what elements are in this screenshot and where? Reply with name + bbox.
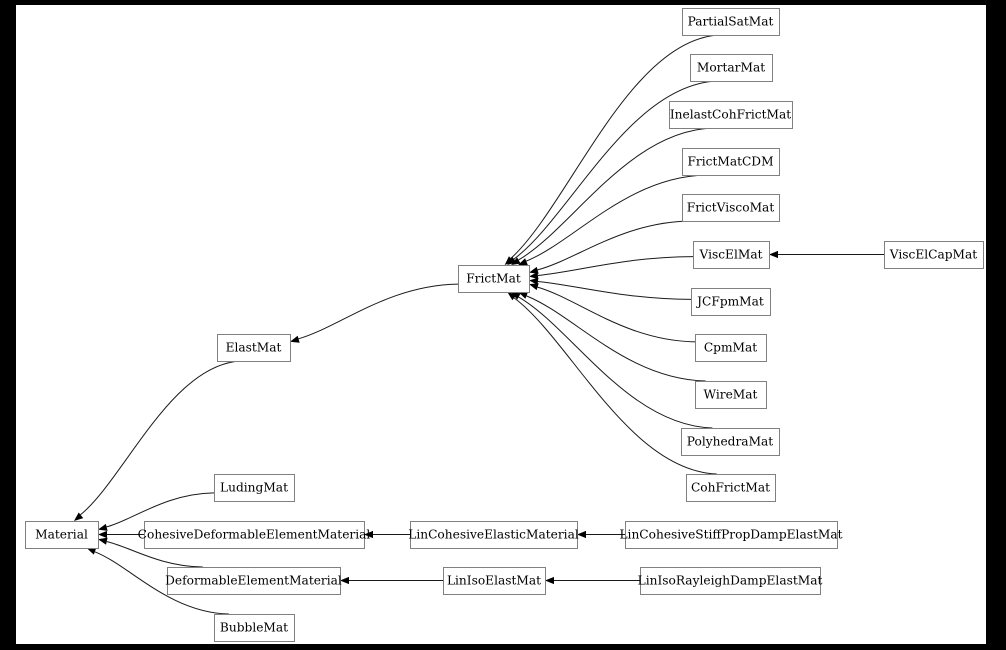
class-node-LudingMat[interactable]: LudingMat bbox=[214, 474, 295, 502]
class-node-label: ElastMat bbox=[226, 341, 282, 355]
arrowhead-LudingMat-to-Material bbox=[98, 523, 108, 531]
arrowhead-LinCohesiveStiffPropDampElastMat-to-LinCohesiveElasticMaterial bbox=[577, 530, 586, 539]
class-node-CohFrictMat[interactable]: CohFrictMat bbox=[686, 474, 776, 502]
edge-layer bbox=[73, 34, 884, 615]
arrowhead-LinIsoRayleighDampElastMat-to-LinIsoElastMat bbox=[545, 576, 554, 585]
edge-DeformableElementMaterial-to-Material bbox=[106, 541, 203, 568]
class-node-ViscElMat[interactable]: ViscElMat bbox=[693, 241, 770, 269]
class-node-label: LinIsoRayleighDampElastMat bbox=[638, 574, 823, 588]
class-node-MortarMat[interactable]: MortarMat bbox=[690, 54, 773, 82]
class-node-FrictMat[interactable]: FrictMat bbox=[458, 265, 530, 293]
class-node-label: JCFpmMat bbox=[695, 295, 764, 309]
edge-CpmMat-to-FrictMat bbox=[537, 286, 696, 343]
edge-BubbleMat-to-Material bbox=[94, 551, 229, 615]
class-node-label: BubbleMat bbox=[220, 621, 288, 635]
class-node-WireMat[interactable]: WireMat bbox=[695, 381, 767, 409]
class-node-label: PartialSatMat bbox=[688, 15, 774, 29]
class-node-label: ViscElMat bbox=[698, 248, 762, 262]
arrowhead-FrictMat-to-ElastMat bbox=[290, 335, 300, 343]
class-node-label: LinIsoElastMat bbox=[447, 574, 541, 588]
class-node-label: FrictMat bbox=[466, 272, 521, 286]
edge-ViscElMat-to-FrictMat bbox=[537, 256, 694, 276]
class-node-label: CohesiveDeformableElementMaterial bbox=[138, 528, 371, 542]
node-layer: Material ElastMat FrictMat PartialSatMatMor… bbox=[25, 8, 984, 642]
class-node-LinCohesiveStiffPropDampElastMat[interactable]: LinCohesiveStiffPropDampElastMat bbox=[619, 521, 843, 549]
class-node-JCFpmMat[interactable]: JCFpmMat bbox=[691, 288, 771, 316]
edge-WireMat-to-FrictMat bbox=[526, 295, 706, 382]
class-node-ElastMat[interactable]: ElastMat bbox=[217, 334, 291, 362]
class-node-label: LinCohesiveElasticMaterial bbox=[408, 528, 579, 542]
arrowhead-BubbleMat-to-Material bbox=[86, 547, 97, 555]
class-node-DeformableElementMaterial[interactable]: DeformableElementMaterial bbox=[165, 567, 342, 595]
class-node-PolyhedraMat[interactable]: PolyhedraMat bbox=[681, 428, 780, 456]
edge-PartialSatMat-to-FrictMat bbox=[510, 34, 720, 259]
class-node-label: MortarMat bbox=[697, 61, 765, 75]
arrowhead-LinIsoElastMat-to-DeformableElementMaterial bbox=[340, 576, 349, 585]
class-node-label: FrictMatCDM bbox=[687, 155, 773, 169]
arrowhead-DeformableElementMaterial-to-Material bbox=[98, 537, 108, 545]
class-node-PartialSatMat[interactable]: PartialSatMat bbox=[682, 8, 780, 36]
class-node-label: PolyhedraMat bbox=[687, 435, 774, 449]
class-node-label: LinCohesiveStiffPropDampElastMat bbox=[619, 528, 842, 542]
class-node-ViscElCapMat[interactable]: ViscElCapMat bbox=[884, 241, 984, 269]
class-node-label: FrictViscoMat bbox=[687, 201, 775, 215]
arrowhead-InelastCohFrictMat-to-FrictMat bbox=[511, 257, 521, 265]
arrowhead-LinCohesiveElasticMaterial-to-CohesiveDeformableElementMaterial bbox=[364, 530, 373, 539]
arrowhead-CpmMat-to-FrictMat bbox=[529, 283, 539, 291]
arrowhead-FrictMatCDM-to-FrictMat bbox=[518, 258, 528, 265]
class-node-FrictViscoMat[interactable]: FrictViscoMat bbox=[682, 194, 780, 222]
class-node-label: WireMat bbox=[704, 388, 758, 402]
arrowhead-ViscElCapMat-to-ViscElMat bbox=[769, 250, 778, 259]
class-node-label: CohFrictMat bbox=[691, 481, 770, 495]
inheritance-graph-svg: Material ElastMat FrictMat PartialSatMatMor… bbox=[25, 8, 984, 642]
class-node-LinCohesiveElasticMaterial[interactable]: LinCohesiveElasticMaterial bbox=[408, 521, 579, 549]
class-node-BubbleMat[interactable]: BubbleMat bbox=[214, 614, 295, 642]
arrowhead-ViscElMat-to-FrictMat bbox=[529, 272, 539, 280]
class-node-label: InelastCohFrictMat bbox=[670, 108, 791, 122]
class-node-label: CpmMat bbox=[704, 341, 757, 355]
edge-LudingMat-to-Material bbox=[106, 492, 215, 528]
class-node-label: ViscElCapMat bbox=[889, 248, 977, 262]
edge-FrictViscoMat-to-FrictMat bbox=[537, 220, 690, 271]
edge-FrictMat-to-ElastMat bbox=[298, 283, 459, 340]
arrowhead-PartialSatMat-to-FrictMat bbox=[504, 256, 514, 265]
class-node-label: DeformableElementMaterial bbox=[165, 574, 342, 588]
edge-InelastCohFrictMat-to-FrictMat bbox=[518, 127, 713, 261]
arrowhead-JCFpmMat-to-FrictMat bbox=[529, 277, 539, 285]
class-node-label: Material bbox=[35, 528, 88, 542]
edge-ElastMat-to-Material bbox=[80, 360, 242, 516]
arrowhead-CohesiveDeformableElementMaterial-to-Material bbox=[98, 530, 107, 539]
class-node-LinIsoRayleighDampElastMat[interactable]: LinIsoRayleighDampElastMat bbox=[638, 567, 823, 595]
arrowhead-WireMat-to-FrictMat bbox=[518, 292, 529, 299]
edge-JCFpmMat-to-FrictMat bbox=[537, 280, 692, 300]
edge-FrictMatCDM-to-FrictMat bbox=[526, 174, 706, 262]
edge-PolyhedraMat-to-FrictMat bbox=[518, 296, 713, 429]
class-node-LinIsoElastMat[interactable]: LinIsoElastMat bbox=[443, 567, 546, 595]
arrowhead-FrictViscoMat-to-FrictMat bbox=[529, 266, 539, 274]
edge-CohFrictMat-to-FrictMat bbox=[513, 297, 717, 475]
class-node-label: LudingMat bbox=[220, 481, 288, 495]
class-node-Material[interactable]: Material bbox=[25, 521, 99, 549]
class-node-CohesiveDeformableElementMaterial[interactable]: CohesiveDeformableElementMaterial bbox=[138, 521, 371, 549]
class-node-FrictMatCDM[interactable]: FrictMatCDM bbox=[682, 148, 780, 176]
arrowhead-CohFrictMat-to-FrictMat bbox=[507, 292, 517, 301]
edge-MortarMat-to-FrictMat bbox=[513, 80, 718, 260]
class-node-CpmMat[interactable]: CpmMat bbox=[695, 334, 767, 362]
arrowhead-ElastMat-to-Material bbox=[73, 512, 84, 521]
class-node-InelastCohFrictMat[interactable]: InelastCohFrictMat bbox=[669, 101, 793, 129]
